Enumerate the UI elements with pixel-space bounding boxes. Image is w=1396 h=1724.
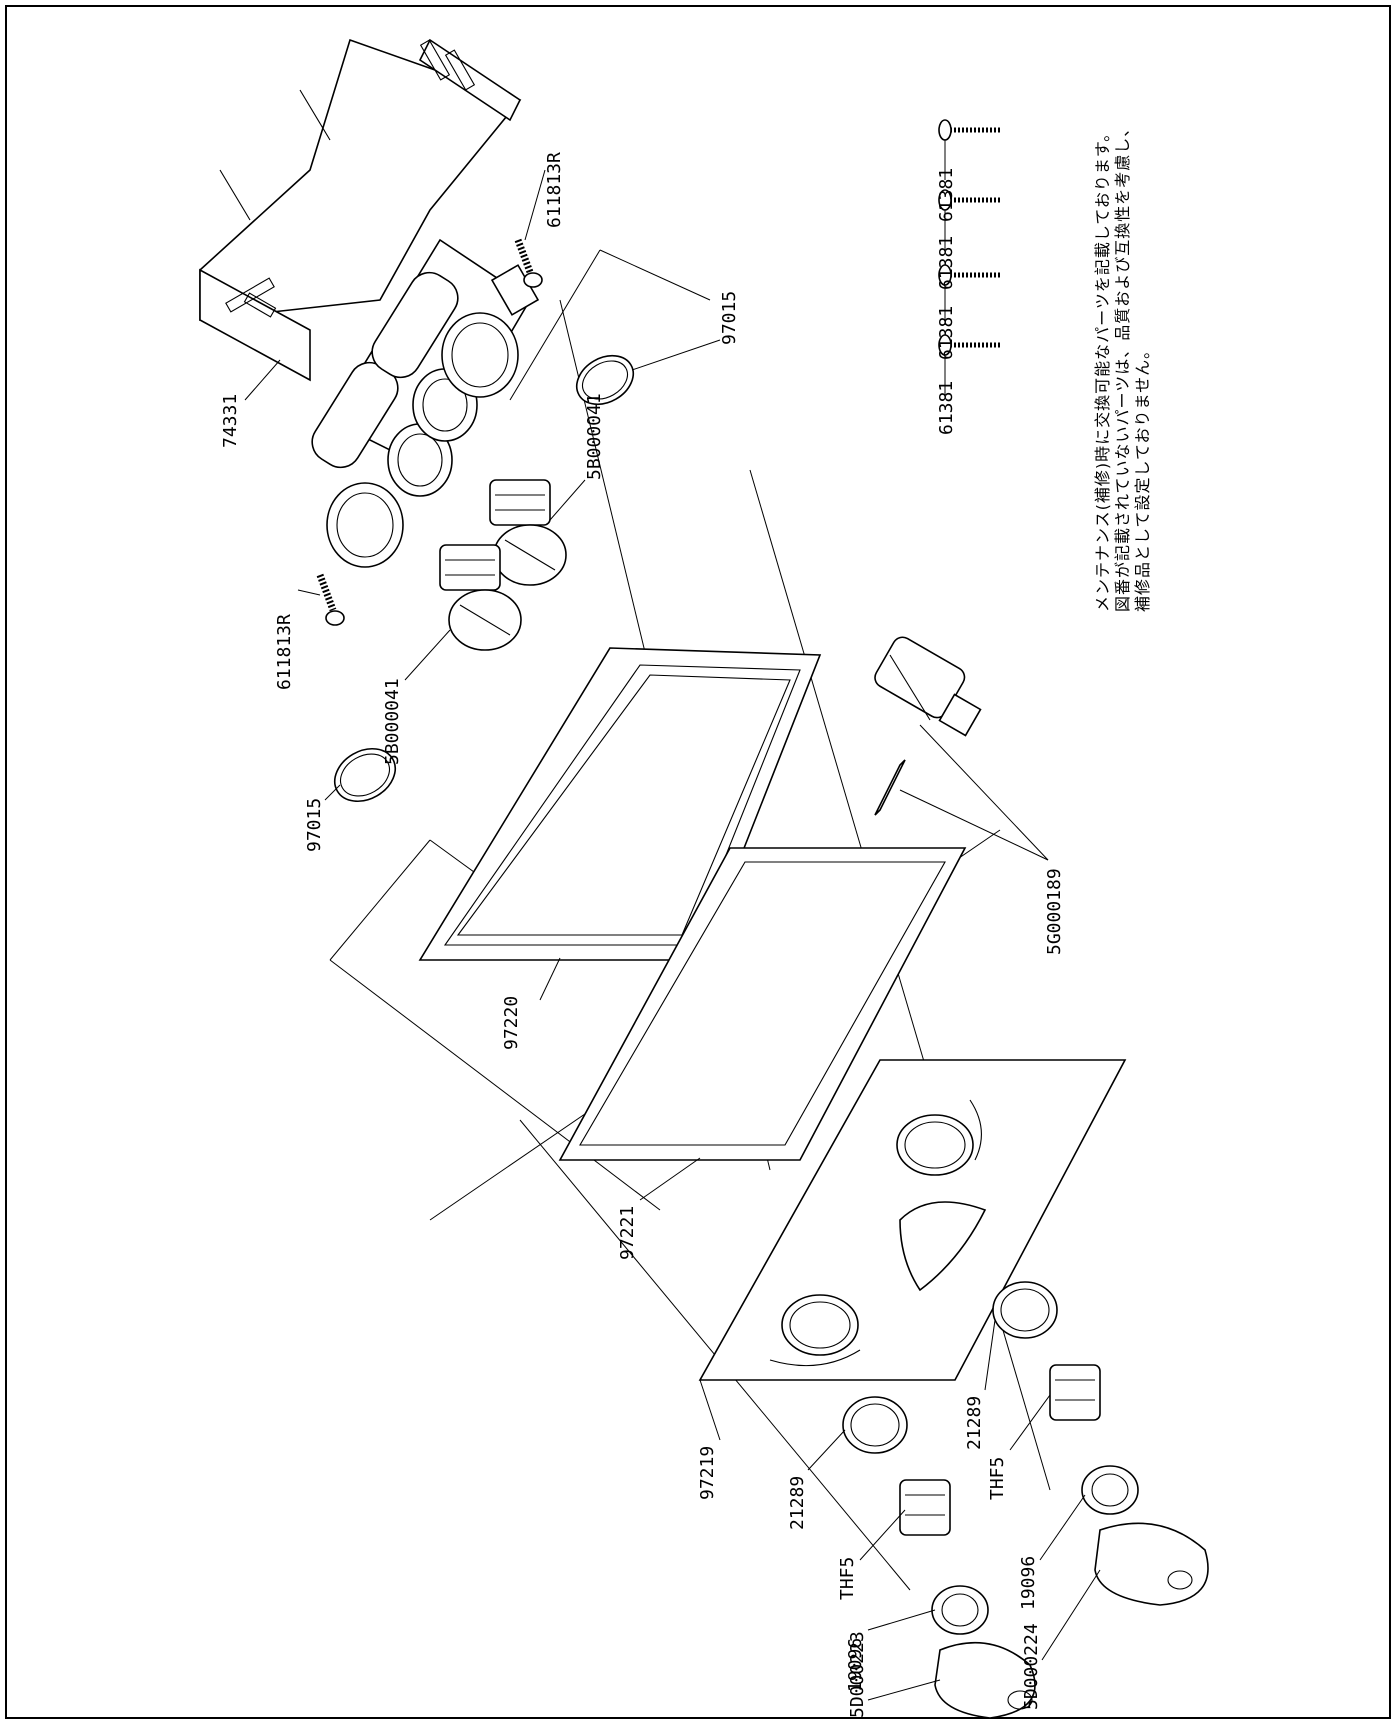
label-97015-top: 97015: [719, 291, 740, 345]
mounting-bracket: [199, 38, 522, 382]
cartridge-valve-top: [489, 479, 567, 586]
drawing-frame: [5, 5, 1391, 1719]
screw-611813R-top: [514, 238, 543, 288]
label-611813R-bottom: 611813R: [274, 614, 295, 690]
handle-5D000223: [934, 1641, 1036, 1719]
label-5G000189: 5G000189: [1044, 868, 1065, 955]
ring-21289-left: [842, 1396, 908, 1454]
label-97015-bottom: 97015: [304, 798, 325, 852]
oring-97015-top: [575, 354, 635, 406]
note-line-2: 図番が記載されていないパーツは、品質および互換性を考慮し、: [1113, 120, 1132, 612]
thf5-right: [1049, 1364, 1101, 1421]
label-74331: 74331: [220, 394, 241, 448]
diverter-cartridge: [874, 636, 982, 737]
label-5B000041-top: 5B000041: [584, 393, 605, 480]
nut-19096-right: [1081, 1465, 1139, 1515]
thf5-left: [899, 1479, 951, 1536]
label-thf5-right: THF5: [987, 1457, 1008, 1500]
face-plate-97219: [698, 1059, 1127, 1381]
ring-21289-right: [992, 1281, 1058, 1339]
valve-body: [311, 238, 540, 568]
label-thf5-left: THF5: [837, 1557, 858, 1600]
label-61381-2: 61381: [936, 306, 957, 360]
screw-611813R-bottom: [316, 573, 345, 626]
cartridge-valve-bottom: [439, 544, 522, 651]
label-19096-right: 19096: [1018, 1556, 1039, 1610]
label-21289-right: 21289: [964, 1396, 985, 1450]
label-61381-1: 61381: [936, 381, 957, 435]
label-97221: 97221: [617, 1206, 638, 1260]
label-19096-left: 19096: [845, 1638, 866, 1692]
note-line-1: メンテナンス(補修)時に交換可能なパーツを記載しております。: [1093, 125, 1112, 612]
label-5B000041-bottom: 5B000041: [382, 678, 403, 765]
label-97220: 97220: [501, 996, 522, 1050]
label-61381-4: 61381: [936, 168, 957, 222]
leader-lines: [244, 140, 1101, 1701]
nut-19096-left: [931, 1585, 989, 1635]
label-5D000223: 5D000223: [847, 1631, 868, 1718]
gasket-97221: [558, 847, 967, 1161]
note-line-3: 補修品として設定しておりません。: [1133, 342, 1152, 612]
label-61381-3: 61381: [936, 236, 957, 290]
label-611813R-top: 611813R: [544, 152, 565, 228]
handle-5D000224: [1094, 1522, 1209, 1606]
spindle-seal: [874, 759, 906, 816]
label-21289-left: 21289: [787, 1476, 808, 1530]
label-5D000224: 5D000224: [1021, 1623, 1042, 1710]
label-97219: 97219: [697, 1446, 718, 1500]
maintenance-note: メンテナンス(補修)時に交換可能なパーツを記載しております。 図番が記載されてい…: [1093, 120, 1152, 612]
